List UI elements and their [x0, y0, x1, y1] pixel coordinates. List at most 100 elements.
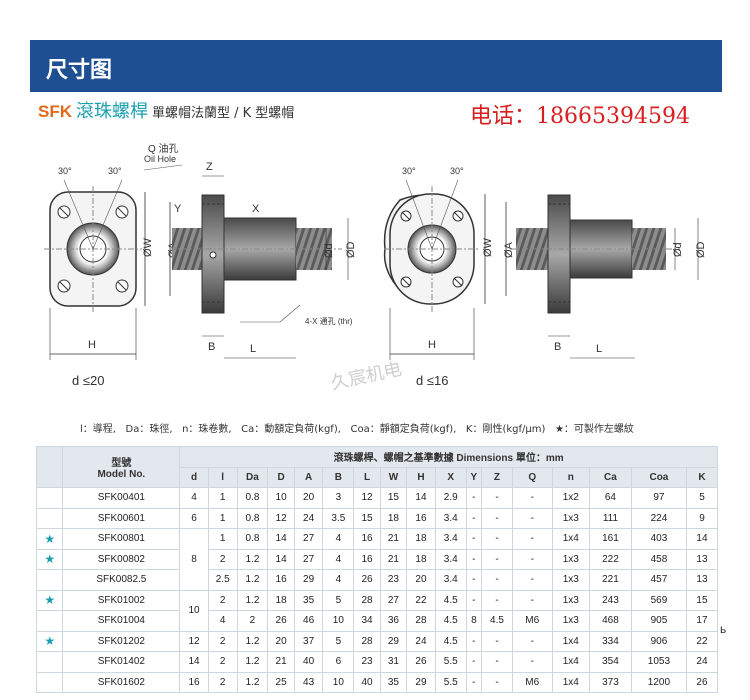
cell-d: 25 [267, 671, 295, 693]
model-cell: SFK01402 [62, 651, 181, 673]
model-cell: SFK01202 [62, 630, 181, 652]
cell-x: 3.4 [434, 569, 467, 591]
left-angle-1: 30° [58, 166, 72, 176]
col-header-d: D [267, 466, 295, 488]
left-angle-2: 30° [108, 166, 122, 176]
cell-n: 1x3 [551, 507, 591, 529]
model-cell: SFK01004 [62, 610, 181, 632]
cell-h: 20 [406, 569, 436, 591]
left-front-view [44, 164, 183, 360]
cell-n: 1x4 [551, 651, 591, 673]
cell-h: 26 [406, 651, 436, 673]
cell-x: 4.5 [434, 610, 467, 632]
cell-n: 1x2 [551, 487, 591, 509]
cell-n: 1x3 [551, 610, 591, 632]
cell-ca: 111 [589, 507, 632, 529]
cell-y: - [465, 630, 483, 652]
cell-k: 24 [685, 651, 719, 673]
col-header-h: H [406, 466, 436, 488]
cell-x: 3.4 [434, 548, 467, 570]
cell-d: 21 [267, 651, 295, 673]
left-x-label: X [252, 203, 260, 215]
model-col-header: 型號 Model No. [62, 446, 181, 488]
cell-a: 46 [293, 610, 324, 632]
model-cell: SFK00801 [62, 528, 181, 550]
cell-z: - [481, 671, 513, 693]
cell-l: 2 [207, 589, 238, 611]
cell-b: 10 [322, 610, 355, 632]
cell-w: 31 [379, 651, 408, 673]
cell-w: 21 [379, 528, 408, 550]
cell-coa: 403 [630, 528, 687, 550]
star-col-header [35, 446, 64, 488]
cell-da: 1.2 [236, 589, 269, 611]
cell-q: M6 [511, 671, 553, 693]
cell-y: - [465, 548, 483, 570]
model-cell: SFK00601 [62, 507, 181, 529]
cell-da: 0.8 [236, 528, 269, 550]
cell-z: 4.5 [481, 610, 513, 632]
cell-z: - [481, 589, 513, 611]
cell-coa: 457 [630, 569, 687, 591]
cell-x: 3.4 [434, 507, 467, 529]
model-header-en: Model No. [97, 469, 146, 480]
cell-h: 14 [406, 487, 436, 509]
model-cell: SFK01602 [62, 671, 181, 693]
col-header-da: Da [236, 466, 269, 488]
cell-k: 26 [685, 671, 719, 693]
cell-z: - [481, 507, 513, 529]
col-header-ca: Ca [589, 466, 632, 488]
cell-d: 18 [267, 589, 295, 611]
cell-d: 8 [179, 528, 209, 591]
cell-x: 3.4 [434, 528, 467, 550]
cell-w: 29 [379, 630, 408, 652]
cell-h: 18 [406, 528, 436, 550]
cell-n: 1x3 [551, 548, 591, 570]
left-thread-star [35, 569, 64, 591]
cell-l: 4 [207, 610, 238, 632]
legend: l：導程, Da：珠徑, n：珠卷數, Ca：動額定負荷(kgf), Coa：靜… [80, 420, 634, 435]
cell-da: 1.2 [236, 630, 269, 652]
cell-z: - [481, 487, 513, 509]
cell-x: 4.5 [434, 589, 467, 611]
legend-coa: Coa：靜額定負荷(kgf), [350, 424, 457, 435]
left-z-label: Z [206, 161, 213, 173]
cell-z: - [481, 569, 513, 591]
right-front-view [383, 179, 507, 360]
legend-l: l：導程, [80, 424, 116, 435]
col-header-x: X [434, 466, 467, 488]
cell-h: 24 [406, 630, 436, 652]
cell-n: 1x4 [551, 671, 591, 693]
cell-y: - [465, 671, 483, 693]
cell-x: 5.5 [434, 671, 467, 693]
cell-ca: 243 [589, 589, 632, 611]
cell-da: 1.2 [236, 548, 269, 570]
cell-b: 3 [322, 487, 355, 509]
side-mark: ь [720, 622, 727, 636]
left-thread-star [35, 507, 64, 529]
cell-l: 16 [353, 528, 381, 550]
cell-h: 16 [406, 507, 436, 529]
cell-a: 27 [293, 548, 324, 570]
cell-d: 6 [179, 507, 209, 529]
cell-z: - [481, 528, 513, 550]
cell-w: 18 [379, 507, 408, 529]
cell-k: 13 [685, 569, 719, 591]
cell-l: 1 [207, 487, 238, 509]
col-header-z: Z [481, 466, 513, 488]
product-description: 單螺帽法蘭型 / K 型螺帽 [152, 106, 295, 121]
left-thread-star: ★ [35, 528, 64, 550]
cell-k: 9 [685, 507, 719, 529]
right-angle-2: 30° [450, 166, 464, 176]
cell-l: 2 [207, 671, 238, 693]
cell-d: 14 [267, 548, 295, 570]
right-dd-label: ØD [695, 241, 707, 258]
cell-l: 28 [353, 589, 381, 611]
col-header-l: l [207, 466, 238, 488]
cell-a: 20 [293, 487, 324, 509]
